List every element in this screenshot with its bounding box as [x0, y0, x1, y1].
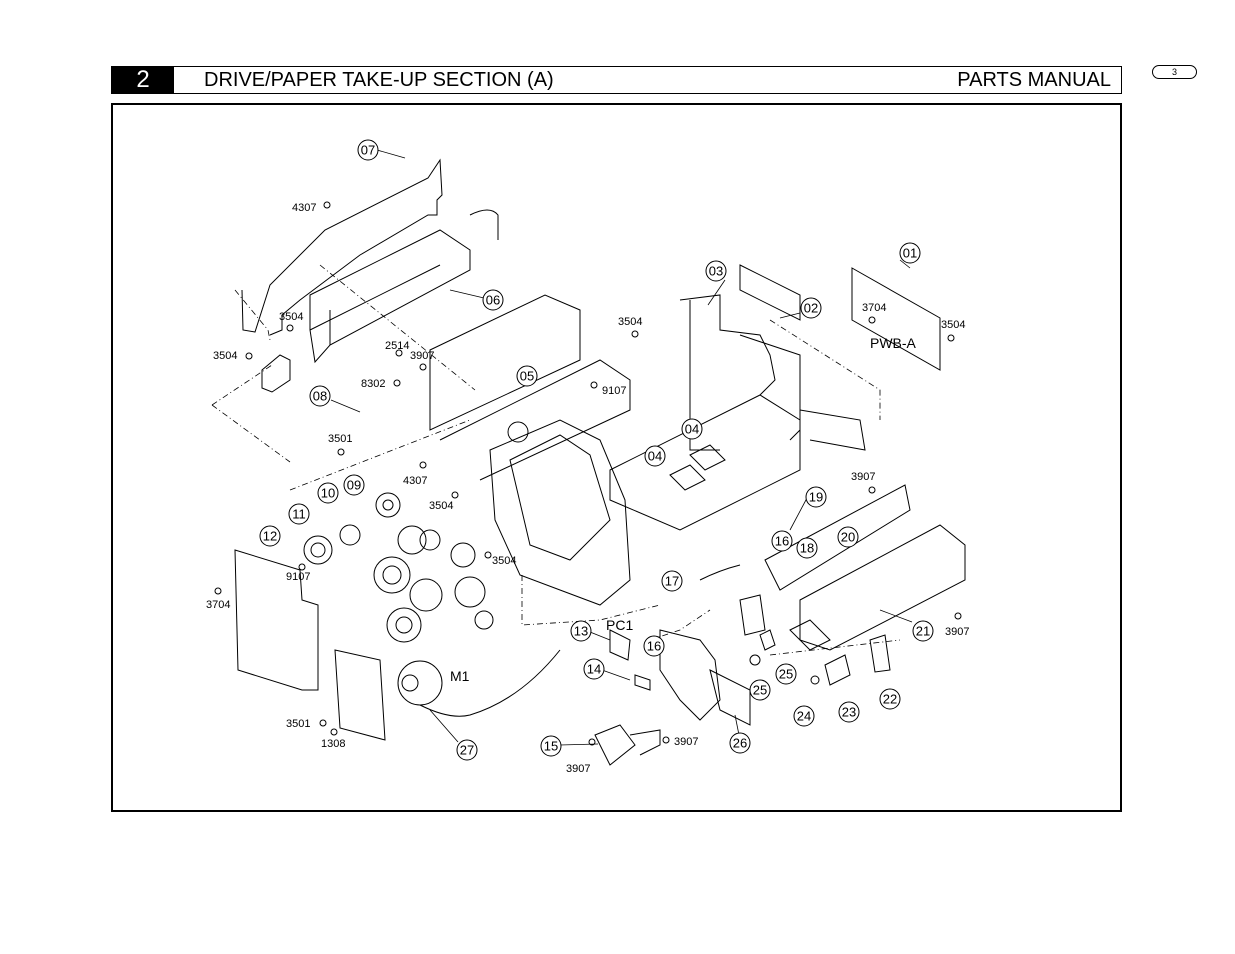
callout-13: 13 — [570, 620, 592, 642]
pwb-a-label: PWB-A — [870, 335, 917, 351]
callout-06: 06 — [482, 289, 504, 311]
part-number: 9107 — [286, 571, 310, 583]
callout-17: 17 — [661, 570, 683, 592]
callout-26: 26 — [729, 732, 751, 754]
manual-label: PARTS MANUAL — [957, 69, 1111, 91]
callout-25b: 25 — [749, 679, 771, 701]
part-number: 3504 — [213, 350, 237, 362]
callout-23-label: 23 — [842, 705, 856, 720]
callout-16b: 16 — [643, 635, 665, 657]
part-number: 3907 — [945, 626, 969, 638]
callout-07: 07 — [357, 139, 379, 161]
callout-13-label: 13 — [574, 624, 588, 639]
part-number: 3504 — [429, 500, 453, 512]
callout-16a: 16 — [771, 530, 793, 552]
callout-01-label: 01 — [903, 246, 917, 261]
callout-08-label: 08 — [313, 389, 327, 404]
callout-22-label: 22 — [883, 692, 897, 707]
part-number: 4307 — [403, 475, 427, 487]
callout-11: 11 — [288, 503, 310, 525]
callout-04a: 04 — [681, 418, 703, 440]
callout-15-label: 15 — [544, 739, 558, 754]
part-number: 3504 — [492, 555, 516, 567]
callout-19-label: 19 — [809, 490, 823, 505]
callout-26-label: 26 — [733, 736, 747, 751]
callout-11-label: 11 — [292, 507, 306, 522]
callout-23: 23 — [838, 701, 860, 723]
page-tab: 3 — [1152, 65, 1197, 79]
part-number: 3907 — [674, 736, 698, 748]
part-number: 3504 — [618, 316, 642, 328]
part-number: 3501 — [328, 433, 352, 445]
leader-lines — [211, 149, 913, 746]
part-number: 3504 — [279, 311, 303, 323]
section-number: 2 — [112, 67, 174, 93]
callout-21-label: 21 — [916, 624, 930, 639]
callout-16a-label: 16 — [775, 534, 789, 549]
pc1-label: PC1 — [606, 617, 633, 633]
callout-14: 14 — [583, 658, 605, 680]
callout-07-label: 07 — [361, 143, 375, 158]
part-number: 8302 — [361, 378, 385, 390]
callout-20: 20 — [837, 526, 859, 548]
part-numbers: 4307 3504 3504 2514 3907 8302 3501 4307 … — [206, 202, 969, 775]
component-labels: PWB-A PC1 M1 — [450, 335, 917, 684]
callout-05-label: 05 — [520, 369, 534, 384]
callout-25a: 25 — [775, 663, 797, 685]
part-number: 2514 — [385, 340, 409, 352]
callout-01: 01 — [899, 242, 921, 264]
callout-08: 08 — [309, 385, 331, 407]
callout-04b-label: 04 — [648, 449, 662, 464]
callout-09-label: 09 — [347, 478, 361, 493]
callout-05: 05 — [516, 365, 538, 387]
callout-10: 10 — [317, 482, 339, 504]
callout-19: 19 — [805, 486, 827, 508]
callout-15: 15 — [540, 735, 562, 757]
callout-20-label: 20 — [841, 530, 855, 545]
part-number: 3501 — [286, 718, 310, 730]
callout-03: 03 — [705, 260, 727, 282]
part-number: 3907 — [851, 471, 875, 483]
part-number: 3704 — [206, 599, 230, 611]
callout-21: 21 — [912, 620, 934, 642]
callout-27-label: 27 — [460, 743, 474, 758]
section-title: DRIVE/PAPER TAKE-UP SECTION (A) — [204, 69, 554, 91]
callout-18: 18 — [796, 537, 818, 559]
callout-04a-label: 04 — [685, 422, 699, 437]
callout-25a-label: 25 — [779, 667, 793, 682]
callout-18-label: 18 — [800, 541, 814, 556]
part-number: 3704 — [862, 302, 886, 314]
part-number: 3907 — [410, 350, 434, 362]
part-number: 3504 — [941, 319, 965, 331]
callout-04b: 04 — [644, 445, 666, 467]
part-number: 3907 — [566, 763, 590, 775]
callout-02-label: 02 — [804, 301, 818, 316]
callout-14-label: 14 — [587, 662, 601, 677]
callout-27: 27 — [456, 739, 478, 761]
callout-25b-label: 25 — [753, 683, 767, 698]
part-drawings — [214, 158, 966, 766]
m1-label: M1 — [450, 668, 470, 684]
callout-24: 24 — [793, 705, 815, 727]
callout-06-label: 06 — [486, 293, 500, 308]
callout-10-label: 10 — [321, 486, 335, 501]
callout-17-label: 17 — [665, 574, 679, 589]
part-number: 1308 — [321, 738, 345, 750]
callout-22: 22 — [879, 688, 901, 710]
diagram-frame — [111, 103, 1122, 812]
part-number: 9107 — [602, 385, 626, 397]
part-number: 4307 — [292, 202, 316, 214]
callout-12-label: 12 — [263, 529, 277, 544]
callout-03-label: 03 — [709, 264, 723, 279]
callout-09: 09 — [343, 474, 365, 496]
callout-02: 02 — [800, 297, 822, 319]
callout-24-label: 24 — [797, 709, 811, 724]
callout-16b-label: 16 — [647, 639, 661, 654]
callout-12: 12 — [259, 525, 281, 547]
section-header: 2 DRIVE/PAPER TAKE-UP SECTION (A) PARTS … — [111, 66, 1122, 94]
